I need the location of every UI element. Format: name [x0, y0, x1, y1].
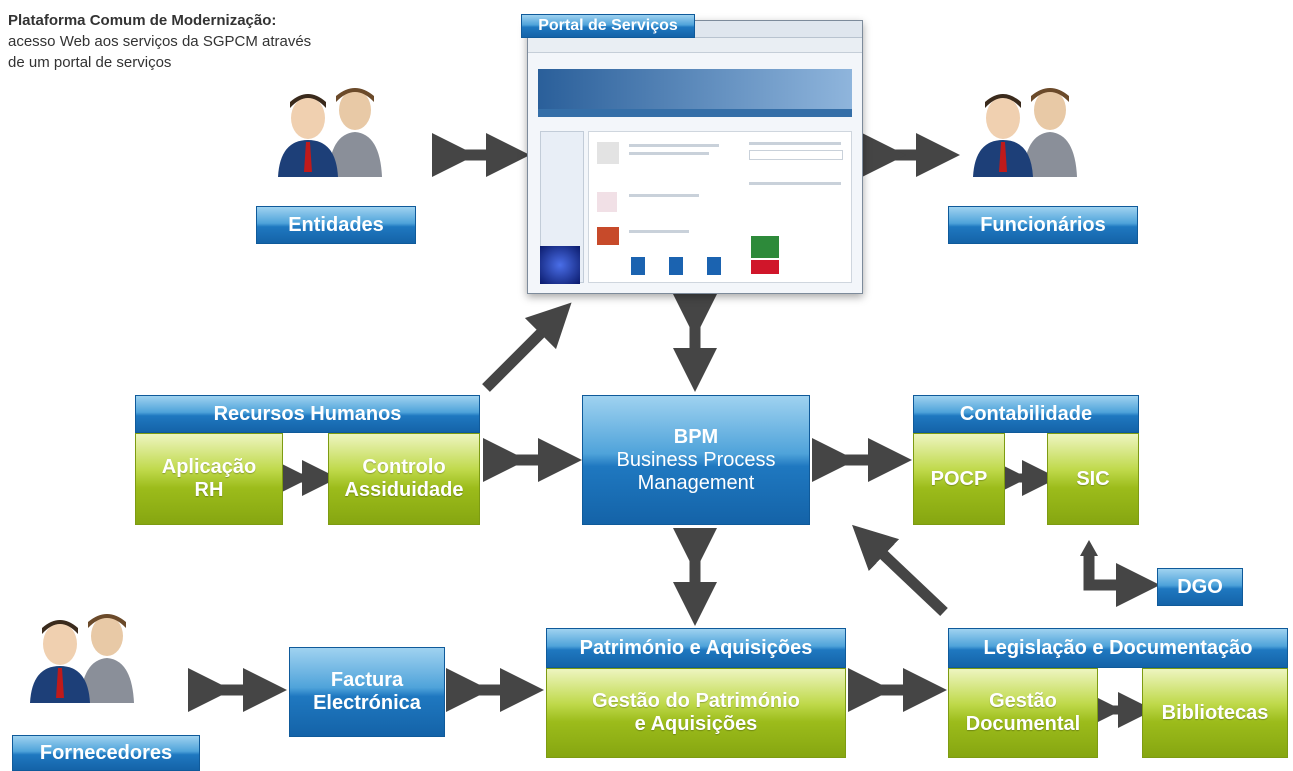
pocp-box: POCP [913, 433, 1005, 525]
gestao-line1: Gestão [989, 690, 1057, 712]
portal-screenshot [527, 20, 863, 294]
aplicacao-rh-line1: Aplicação [161, 456, 257, 478]
intro-description: acesso Web aos serviços da SGPCM através… [8, 33, 312, 71]
arrow-rh-portal [482, 302, 572, 392]
intro-title: Plataforma Comum de Modernização: [8, 12, 277, 29]
patrimonio-line2: e Aquisições [634, 713, 758, 735]
intro-text: Plataforma Comum de Modernização: acesso… [8, 10, 338, 73]
fornecedores-label: Fornecedores [12, 735, 200, 771]
recursos-humanos-title: Recursos Humanos [135, 395, 480, 433]
gestao-patrimonio-box: Gestão do Património e Aquisições [546, 668, 846, 758]
entidades-label: Entidades [256, 206, 416, 244]
patrimonio-title: Património e Aquisições [546, 628, 846, 668]
arrow-sic-dgo [1083, 552, 1160, 607]
funcionarios-label: Funcionários [948, 206, 1138, 244]
bpm-line3: Management [637, 471, 755, 494]
gestao-documental-box: Gestão Documental [948, 668, 1098, 758]
contabilidade-title: Contabilidade [913, 395, 1139, 433]
people-icon [973, 88, 1077, 177]
sic-box: SIC [1047, 433, 1139, 525]
controlo-assiduidade-box: Controlo Assiduidade [328, 433, 480, 525]
aplicacao-rh-box: Aplicação RH [135, 433, 283, 525]
people-icon [278, 88, 382, 177]
legislacao-title: Legislação e Documentação [948, 628, 1288, 668]
factura-electronica-box: Factura Electrónica [289, 647, 445, 737]
bibliotecas-box: Bibliotecas [1142, 668, 1288, 758]
portal-title: Portal de Serviços [521, 14, 695, 38]
arrow-legislacao-bpm [852, 524, 948, 616]
bpm-line1: BPM [673, 425, 719, 448]
dgo-label: DGO [1157, 568, 1243, 606]
controlo-line2: Assiduidade [344, 479, 464, 501]
people-icon [30, 614, 134, 703]
bpm-box: BPM Business Process Management [582, 395, 810, 525]
patrimonio-line1: Gestão do Património [592, 690, 800, 712]
gestao-line2: Documental [965, 713, 1081, 735]
bpm-line2: Business Process [616, 448, 776, 471]
factura-line1: Factura [330, 669, 404, 691]
aplicacao-rh-line2: RH [194, 479, 224, 501]
controlo-line1: Controlo [362, 456, 446, 478]
factura-line2: Electrónica [313, 692, 421, 714]
